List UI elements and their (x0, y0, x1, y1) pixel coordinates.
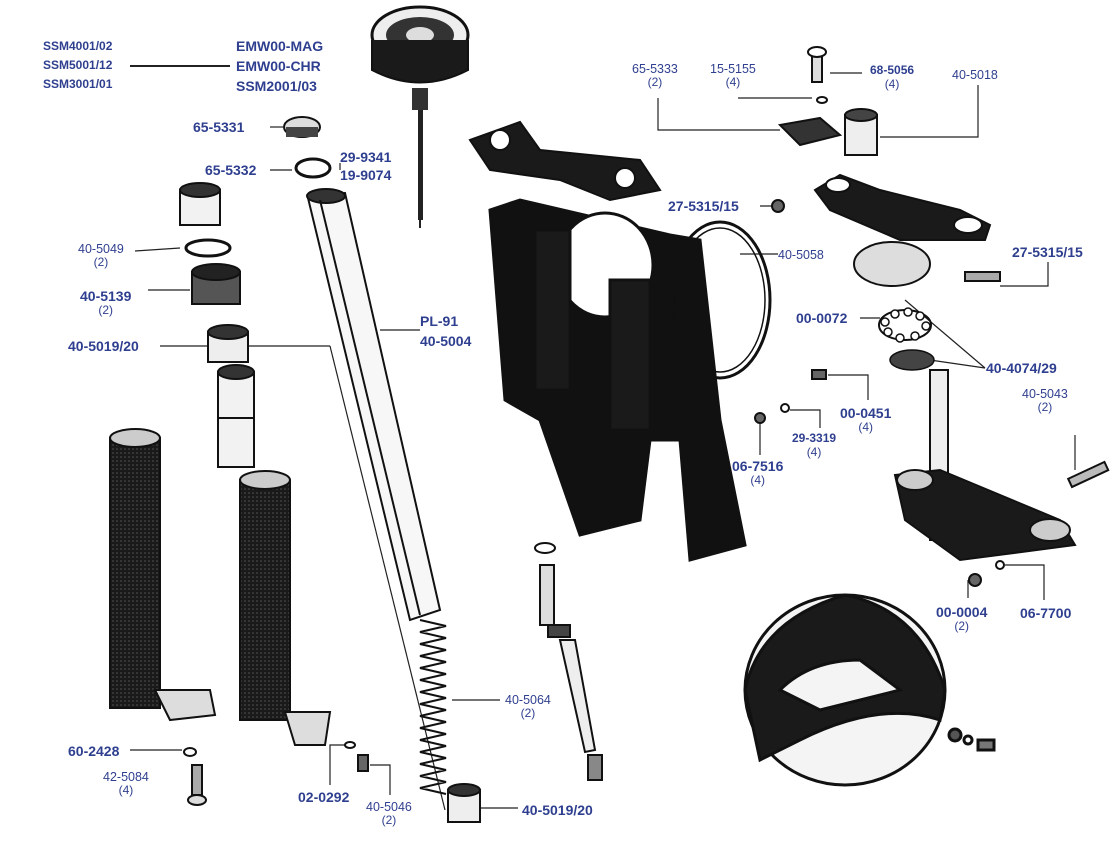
label-40-4074-29: 40-4074/29 (986, 360, 1057, 376)
label-42-5084: 42-5084(4) (103, 770, 149, 798)
label-06-7516: 06-7516(4) (732, 458, 784, 488)
headlamp-shell (743, 593, 996, 787)
label-60-2428: 60-2428 (68, 743, 120, 759)
label-06-7700: 06-7700 (1020, 605, 1072, 621)
label-00-0451: 00-0451(4) (840, 405, 892, 435)
label-40-5004: 40-5004 (420, 333, 472, 349)
label-ssm3001: SSM3001/01 (43, 77, 113, 91)
label-29-3319: 29-3319(4) (792, 431, 837, 459)
fork-lower-legs (109, 428, 332, 746)
label-emw-mag: EMW00-MAG (236, 38, 324, 54)
fork-stanchion (306, 188, 442, 622)
bottom-bush (447, 783, 481, 823)
leader-lines (130, 65, 1076, 811)
label-40-5019-20-bottom: 40-5019/20 (522, 802, 593, 818)
small-nuts (754, 369, 827, 424)
handlebar-clamp (771, 46, 878, 213)
label-ssm5001: SSM5001/12 (43, 58, 113, 72)
small-fixings (183, 741, 369, 806)
label-02-0292: 02-0292 (298, 789, 350, 805)
label-00-0072: 00-0072 (796, 310, 848, 326)
label-65-5332: 65-5332 (205, 162, 257, 178)
label-ssm4001: SSM4001/02 (43, 39, 113, 53)
label-15-5155: 15-5155(4) (710, 62, 756, 90)
fork-shroud (488, 198, 747, 562)
label-40-5018: 40-5018 (952, 68, 998, 82)
label-00-0004: 00-0004(2) (936, 604, 988, 634)
label-40-5139: 40-5139(2) (80, 288, 132, 318)
label-40-5043: 40-5043(2) (1022, 387, 1068, 415)
label-40-5049: 40-5049(2) (78, 242, 124, 270)
label-65-5333: 65-5333(2) (632, 62, 678, 90)
headlamp-ring (668, 220, 772, 380)
label-27-5315-15-a: 27-5315/15 (668, 198, 739, 214)
filler-cap-and-washer (283, 116, 332, 179)
fork-spring (419, 619, 447, 795)
label-65-5331: 65-5331 (193, 119, 245, 135)
top-yoke (813, 173, 1001, 287)
label-40-5058: 40-5058 (778, 248, 824, 262)
label-68-5056: 68-5056(4) (870, 63, 915, 91)
label-40-5046: 40-5046(2) (366, 800, 412, 828)
label-emw-chr: EMW00-CHR (236, 58, 321, 74)
damper-rod (534, 542, 603, 781)
label-29-9341: 29-9341 (340, 149, 392, 165)
label-40-5064: 40-5064(2) (505, 693, 551, 721)
label-ssm2001: SSM2001/03 (236, 78, 317, 94)
speedometer-gauge (370, 5, 470, 228)
handlebar-bracket (468, 120, 662, 202)
label-27-5315-15-b: 27-5315/15 (1012, 244, 1083, 260)
label-40-5019-20-top: 40-5019/20 (68, 338, 139, 354)
fork-bushes-stack (179, 182, 255, 468)
bearing-set (878, 307, 935, 371)
bottom-yoke (893, 369, 1110, 587)
label-pl-91: PL-91 (420, 313, 459, 329)
label-19-9074: 19-9074 (340, 167, 392, 183)
